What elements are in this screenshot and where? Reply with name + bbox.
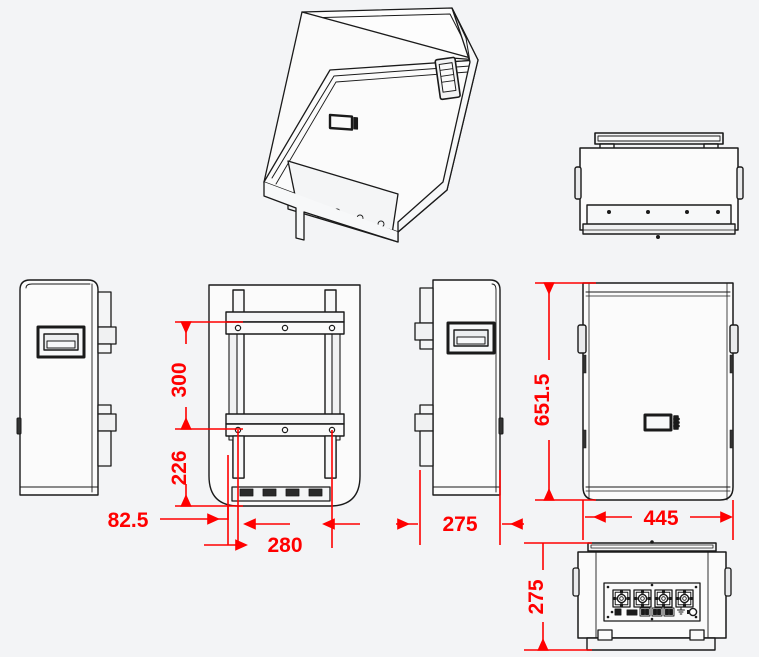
dimension-651-5-leaders bbox=[535, 282, 596, 501]
front-view-geometry bbox=[577, 282, 739, 501]
dimension-275-side-leaders bbox=[396, 470, 524, 545]
right-side-view-geometry bbox=[414, 279, 504, 496]
dimension-label-300: 300 bbox=[168, 362, 191, 397]
left-side-view-geometry bbox=[16, 279, 117, 496]
dimension-label-445: 445 bbox=[643, 507, 678, 530]
dimension-445-leaders bbox=[582, 500, 734, 540]
dimension-label-275-side: 275 bbox=[442, 513, 477, 536]
dimension-label-82-5: 82.5 bbox=[108, 509, 149, 532]
dimension-280-leaders bbox=[204, 430, 360, 551]
top-view-geometry bbox=[574, 132, 744, 239]
isometric-view-geometry bbox=[263, 7, 479, 243]
dimension-label-226: 226 bbox=[168, 450, 191, 485]
ground-icon bbox=[677, 606, 685, 615]
dimension-label-275-bottom: 275 bbox=[525, 579, 548, 614]
dimension-label-651-5: 651.5 bbox=[531, 373, 554, 426]
dimension-label-280: 280 bbox=[267, 534, 302, 557]
dimension-lines bbox=[160, 282, 734, 651]
bottom-view-geometry bbox=[572, 540, 732, 651]
dimension-300-leaders bbox=[175, 321, 243, 430]
dimension-82-5-leaders bbox=[160, 505, 229, 545]
dimension-275-bottom-leaders bbox=[524, 542, 592, 651]
